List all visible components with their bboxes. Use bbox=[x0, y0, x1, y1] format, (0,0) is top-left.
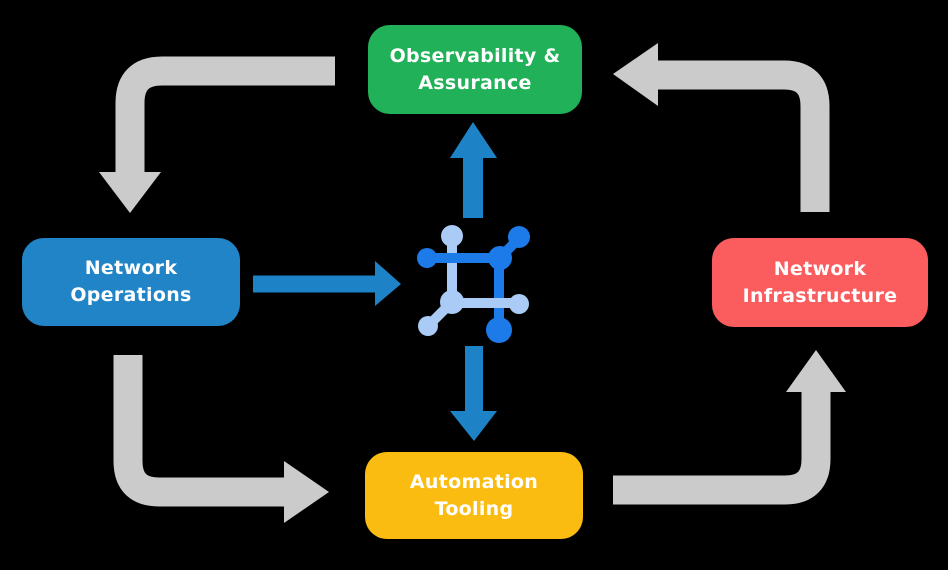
arrow-icon-to-observability bbox=[450, 122, 497, 218]
node-network-infrastructure: Network Infrastructure bbox=[712, 238, 928, 327]
arrow-operations-to-icon bbox=[253, 261, 401, 306]
node-label-line: Network bbox=[84, 257, 178, 280]
arrow-operations-to-automation bbox=[113, 355, 329, 523]
node-automation-tooling: Automation Tooling bbox=[365, 452, 583, 539]
node-label-line: Automation bbox=[409, 470, 539, 493]
network-mesh-icon bbox=[417, 225, 530, 343]
node-observability-assurance: Observability & Assurance bbox=[368, 25, 582, 114]
node-label-line: Infrastructure bbox=[742, 284, 898, 307]
arrow-automation-to-infrastructure bbox=[613, 350, 846, 505]
node-label-line: Operations bbox=[70, 284, 192, 306]
arrow-observability-to-operations bbox=[99, 56, 335, 213]
node-label-line: Tooling bbox=[434, 497, 514, 520]
node-network-operations: Network Operations bbox=[22, 238, 240, 326]
node-label-line: Observability & bbox=[389, 44, 561, 67]
arrow-infrastructure-to-observability bbox=[613, 43, 830, 212]
node-label-line: Assurance bbox=[418, 71, 532, 94]
node-label-line: Network bbox=[773, 257, 867, 280]
arrow-icon-to-automation bbox=[450, 346, 497, 441]
